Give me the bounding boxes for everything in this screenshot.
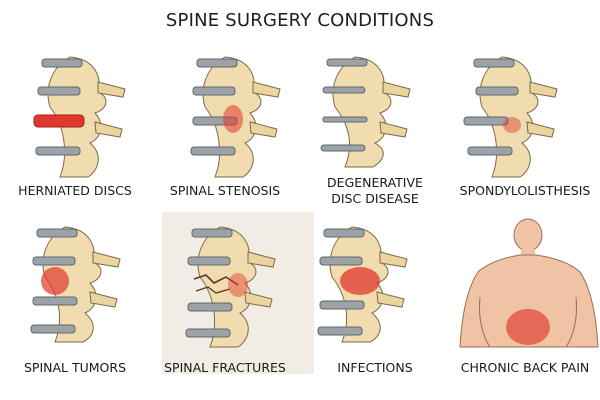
back-pain-torso-illustration <box>459 218 599 348</box>
spinal-tumors-spine-illustration <box>30 226 121 343</box>
label-degenerative-line2: DISC DISEASE <box>331 191 419 206</box>
spondylolisthesis-spine-illustration <box>463 56 558 178</box>
spinal-stenosis-spine-illustration <box>190 56 281 178</box>
condition-infections: INFECTIONS <box>300 212 450 387</box>
spinal-fractures-spine-illustration <box>185 226 276 348</box>
condition-degenerative-disc-disease: DEGENERATIVE DISC DISEASE <box>300 42 450 212</box>
condition-spinal-fractures: SPINAL FRACTURES <box>150 212 314 387</box>
condition-spondylolisthesis: SPONDYLOLISTHESIS <box>450 42 600 212</box>
condition-spinal-stenosis: SPINAL STENOSIS <box>150 42 300 212</box>
condition-chronic-back-pain: CHRONIC BACK PAIN <box>450 212 600 387</box>
label-spinal-stenosis: SPINAL STENOSIS <box>169 183 281 198</box>
page-title: SPINE SURGERY CONDITIONS <box>165 10 435 31</box>
label-infections: INFECTIONS <box>337 360 413 375</box>
condition-spinal-tumors: SPINAL TUMORS <box>0 212 150 387</box>
condition-herniated-discs: HERNIATED DISCS <box>0 42 150 212</box>
label-spinal-fractures: SPINAL FRACTURES <box>164 360 286 375</box>
herniated-discs-spine-illustration <box>33 56 126 178</box>
label-spondylolisthesis: SPONDYLOLISTHESIS <box>459 183 591 198</box>
label-chronic-back-pain: CHRONIC BACK PAIN <box>460 360 590 375</box>
infections-spine-illustration <box>317 226 408 343</box>
degenerative-disc-spine-illustration <box>320 56 411 168</box>
label-herniated-discs: HERNIATED DISCS <box>18 183 132 198</box>
label-degenerative-line1: DEGENERATIVE <box>327 175 423 190</box>
label-spinal-tumors: SPINAL TUMORS <box>23 360 127 375</box>
